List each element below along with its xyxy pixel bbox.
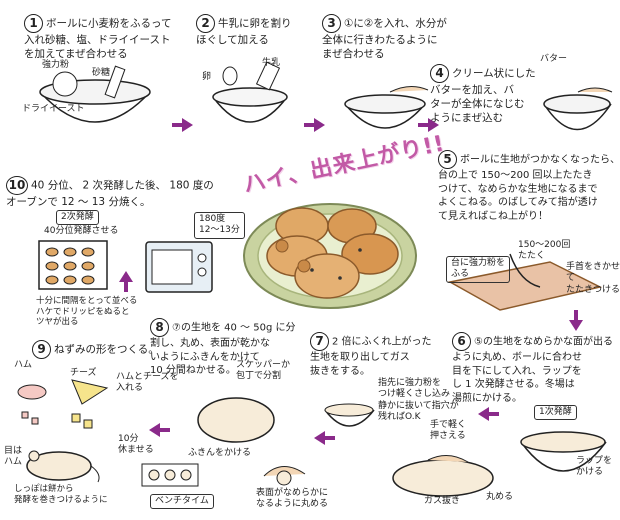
sugar-label: 砂糖 bbox=[92, 68, 111, 78]
press-label: 手で軽く 押さえる bbox=[430, 420, 467, 442]
step-1-number: 1 bbox=[24, 14, 43, 33]
second-rise-time-label: 40分位発酵させる bbox=[44, 226, 119, 236]
finger-test-bowl-illustration bbox=[324, 403, 375, 427]
egg-wash-note: 十分に間隔をとって並べる ハケでドリッピをぬると ツヤが出る bbox=[36, 296, 138, 328]
step-10-text: 40 分位、 2 次発酵した後、 180 度の オーブンで 12 ～ 13 分焼… bbox=[6, 179, 214, 209]
step-2-text: 牛乳に卵を割り ほぐして加える bbox=[196, 17, 292, 47]
arrow-1-2 bbox=[182, 118, 193, 132]
second-rise-label: 2次発酵 bbox=[56, 210, 99, 226]
step-6-text: ⑤の生地をなめらかな面が出る ように丸め、ボールに合わせ 目を下にして入れ、ラッ… bbox=[452, 336, 613, 404]
mouse-shape-illustration bbox=[26, 450, 100, 483]
first-rise-bowl-illustration bbox=[520, 431, 607, 472]
smooth-label: 表面がなめらかに なるように丸める bbox=[256, 488, 329, 510]
butter-label: バター bbox=[540, 54, 568, 64]
oven-temp-label: 180度 12～13分 bbox=[194, 212, 245, 239]
step-8-text: ⑦の生地を 40 ～ 50g に分 割し、丸め、表面が乾かな いようにふきんをか… bbox=[150, 322, 296, 377]
step-8-number: 8 bbox=[150, 318, 169, 337]
step-5-text: ボールに生地がつかなくなったら、 台の上で 150～200 回以上たたき つけて… bbox=[438, 154, 620, 222]
knead-count-label: 150～200回 たたく bbox=[518, 240, 571, 262]
arrow-6-7 bbox=[478, 407, 489, 421]
arrow-9-10-shaft bbox=[124, 282, 128, 292]
finger-test-note: 指先に強力粉を つけ軽くさし込み 静かに抜いて指穴が 残ればO.K bbox=[378, 378, 459, 422]
bench-time-label: ベンチタイム bbox=[150, 494, 214, 510]
step-4-number: 4 bbox=[430, 64, 449, 83]
oven-illustration bbox=[145, 241, 213, 293]
arrow-5-6 bbox=[569, 320, 583, 331]
degas-label: ガス抜き bbox=[424, 496, 461, 506]
step-9-number: 9 bbox=[32, 340, 51, 359]
step-5-number: 5 bbox=[438, 150, 457, 169]
arrow-9-10 bbox=[119, 271, 133, 282]
arrow-2-3-shaft bbox=[304, 123, 314, 127]
arrow-7-8 bbox=[314, 431, 325, 445]
butter-bowl-illustration bbox=[543, 87, 613, 131]
step-6-number: 6 bbox=[452, 332, 471, 351]
finished-bread-illustration bbox=[243, 203, 417, 309]
mixing-bowl-illustration bbox=[39, 65, 151, 123]
rest-label: 10分 休ませる bbox=[118, 434, 154, 456]
arrow-1-2-shaft bbox=[172, 123, 182, 127]
ham-cheese-illustration bbox=[17, 379, 109, 429]
milk-label: 牛乳 bbox=[262, 58, 281, 68]
arrow-7-8-shaft bbox=[325, 436, 335, 440]
board-flour-label: 台に強力粉を ふる bbox=[446, 256, 511, 283]
mixing-dough-illustration bbox=[344, 86, 429, 129]
tail-label: しっぽは餅から 発酵を巻きつけるように bbox=[14, 484, 108, 505]
step-7-number: 7 bbox=[310, 332, 329, 351]
baking-tray-illustration bbox=[38, 240, 108, 290]
wrap-label: ラップを かける bbox=[576, 456, 613, 478]
bench-tray-illustration bbox=[141, 463, 199, 487]
step-9-text: ねずみの形をつくる。 bbox=[54, 343, 159, 356]
eyes-label: 目は ハム bbox=[4, 446, 23, 468]
kneading-board-illustration bbox=[447, 253, 603, 311]
ham-label: ハム bbox=[14, 360, 33, 370]
step-10-number: 10 bbox=[6, 176, 28, 195]
wrist-label: 手首をきかせて たたきつける bbox=[566, 262, 620, 295]
step-4-text: クリーム状にした バターを加え、バ ターが全体になじむ ようにまぜ込む bbox=[430, 67, 536, 125]
cheese-label: チーズ bbox=[70, 368, 97, 378]
arrow-3-4 bbox=[428, 118, 439, 132]
round-label: 丸める bbox=[486, 492, 514, 502]
rounding-hands-illustration bbox=[263, 466, 306, 486]
step-3-number: 3 bbox=[322, 14, 341, 33]
arrow-5-6-shaft bbox=[574, 310, 578, 320]
arrow-2-3 bbox=[314, 118, 325, 132]
step-1-text: ボールに小麦粉をふるって 入れ砂糖、塩、ドライイースト を加えてまぜ合わせる bbox=[24, 17, 172, 61]
scraper-label: スケッパーか 包丁で分割 bbox=[236, 360, 291, 382]
egg-label: 卵 bbox=[202, 72, 212, 82]
first-rise-label: 1次発酵 bbox=[534, 405, 577, 421]
step-2-number: 2 bbox=[196, 14, 215, 33]
flour-label: 強力粉 bbox=[42, 60, 70, 70]
arrow-8-9-shaft bbox=[160, 428, 170, 432]
ham-cheese-note: ハムとチーズを 入れる bbox=[116, 372, 179, 394]
degas-dough-illustration bbox=[392, 455, 494, 497]
divided-dough-illustration bbox=[197, 397, 275, 443]
egg-milk-bowl-illustration bbox=[212, 62, 288, 123]
arrow-6-7-shaft bbox=[489, 412, 499, 416]
yeast-label: ドライイースト bbox=[22, 104, 85, 114]
cloth-label: ふきんをかける bbox=[188, 448, 252, 458]
step-3-text: ①に②を入れ、水分が 全体に行きわたるように まぜ合わせる bbox=[322, 17, 447, 61]
arrow-8-9 bbox=[149, 423, 160, 437]
step-7-text: 2 倍にふくれ上がった 生地を取り出してガス 抜きをする。 bbox=[310, 336, 432, 377]
arrow-3-4-shaft bbox=[418, 123, 428, 127]
